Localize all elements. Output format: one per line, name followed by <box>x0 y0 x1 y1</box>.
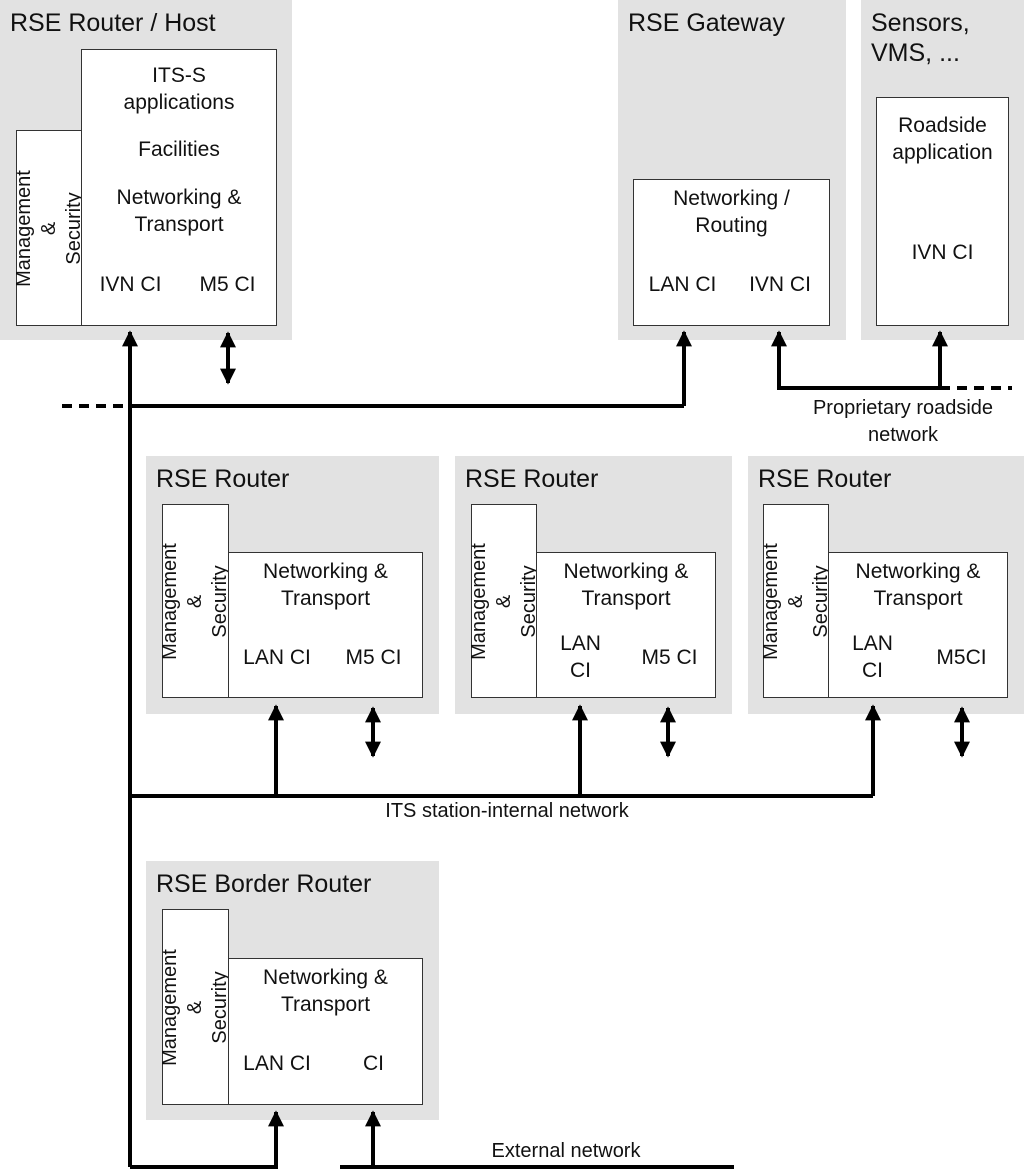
ivn-ci-box: IVN CI <box>731 243 830 326</box>
group-title: RSE Router <box>758 465 892 493</box>
ivn-ci-box: IVN CI <box>81 243 180 326</box>
group-title: Sensors, VMS, ... <box>871 9 970 67</box>
lan-ci-box: LAN CI <box>228 617 326 698</box>
rse-border-router-group: RSE Border Router Management & Security … <box>146 861 439 1120</box>
m5-ci-box: M5 CI <box>179 243 277 326</box>
m5-ci-box: M5 CI <box>624 617 716 698</box>
networking-transport-box: Networking & Transport <box>81 179 277 244</box>
group-title: RSE Border Router <box>156 870 372 898</box>
proprietary-network-label: Proprietary roadside network <box>812 397 994 446</box>
facilities-label: Facilities <box>138 138 220 161</box>
management-security-box: Management & Security <box>468 504 540 698</box>
rse-router-1-group: RSE Router Management & Security Network… <box>146 456 439 714</box>
management-security-box: Management & Security <box>159 909 231 1105</box>
roadside-application-box: Roadside application <box>876 97 1009 180</box>
management-security-box: Management & Security <box>13 130 85 326</box>
group-title: RSE Router <box>465 465 599 493</box>
rse-router-2-group: RSE Router Management & Security Network… <box>455 456 732 714</box>
lan-ci-box: LAN CI <box>828 617 917 698</box>
m5-ci-box: M5 CI <box>325 617 423 698</box>
proprietary-network-line <box>771 330 948 390</box>
ci-box: CI <box>325 1023 423 1105</box>
lan-ci-box: LAN CI <box>633 243 732 326</box>
rse-router-3-group: RSE Router Management & Security Network… <box>748 456 1024 714</box>
m5-ci-box: M5CI <box>916 617 1008 698</box>
sensors-vms-group: Sensors, VMS, ... Roadside application I… <box>861 0 1024 340</box>
group-title: RSE Gateway <box>628 9 786 37</box>
networking-routing-box: Networking / Routing <box>633 179 830 244</box>
ivn-ci-box: IVN CI <box>876 179 1009 326</box>
border-lan-link <box>130 1110 284 1169</box>
networking-transport-box: Networking & Transport <box>228 958 423 1024</box>
rse-router-host-group: RSE Router / Host Management & Security … <box>0 0 292 340</box>
internal-network-label: ITS station-internal network <box>385 800 629 822</box>
external-network-label: External network <box>491 1140 641 1162</box>
group-title: RSE Router / Host <box>10 9 216 37</box>
networking-transport-box: Networking & Transport <box>536 552 716 618</box>
its-s-applications-label: ITS-S applications <box>123 64 235 114</box>
applications-facilities-box: ITS-S applications Facilities <box>81 49 277 180</box>
management-security-box: Management & Security <box>159 504 231 698</box>
management-security-box: Management & Security <box>760 504 832 698</box>
lan-ci-box: LAN CI <box>228 1023 326 1105</box>
rse-gateway-group: RSE Gateway Networking / Routing LAN CI … <box>618 0 846 340</box>
group-title: RSE Router <box>156 465 290 493</box>
